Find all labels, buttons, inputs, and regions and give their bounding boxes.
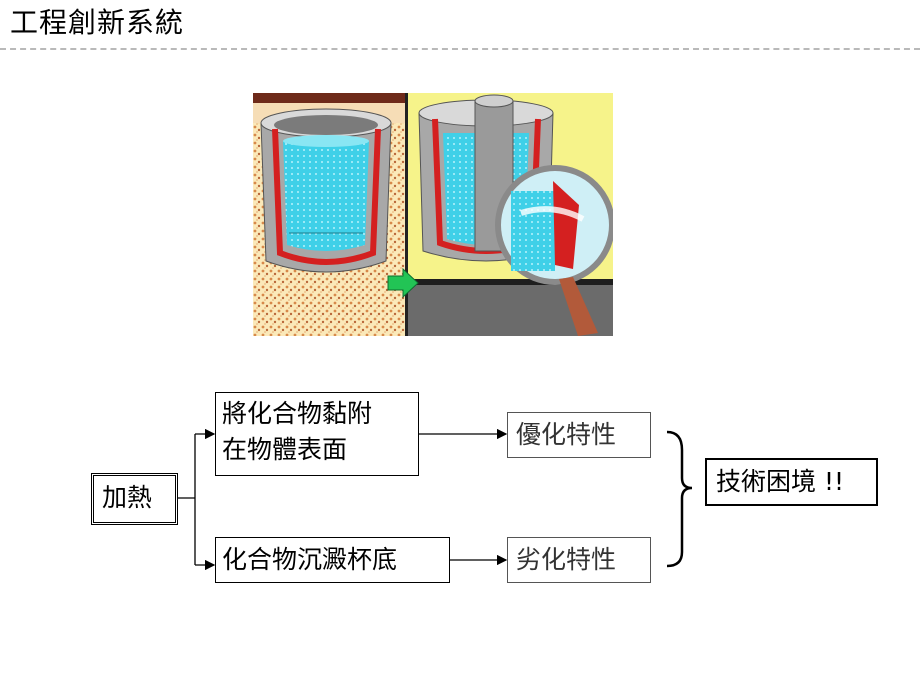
lower-effect-box: 劣化特性 [507, 537, 651, 583]
heating-illustration [253, 93, 613, 336]
upper-effect-label: 優化特性 [516, 420, 617, 449]
upper-cause-box: 將化合物黏附 在物體表面 [215, 392, 419, 476]
upper-cause-line1: 將化合物黏附 [222, 399, 373, 428]
title-divider [0, 48, 920, 50]
result-box: 技術困境 !! [705, 458, 878, 506]
heating-box: 加熱 [91, 473, 178, 525]
heating-label: 加熱 [102, 483, 153, 512]
lower-cause-box: 化合物沉澱杯底 [215, 537, 450, 583]
right-heating-panel [387, 93, 613, 336]
upper-cause-line2: 在物體表面 [222, 435, 348, 464]
lower-effect-label: 劣化特性 [516, 545, 617, 574]
upper-effect-box: 優化特性 [507, 412, 651, 458]
page-title: 工程創新系統 [10, 6, 185, 39]
left-heating-panel [253, 93, 405, 336]
lower-cause-label: 化合物沉澱杯底 [222, 545, 398, 574]
result-label: 技術困境 !! [716, 467, 844, 496]
